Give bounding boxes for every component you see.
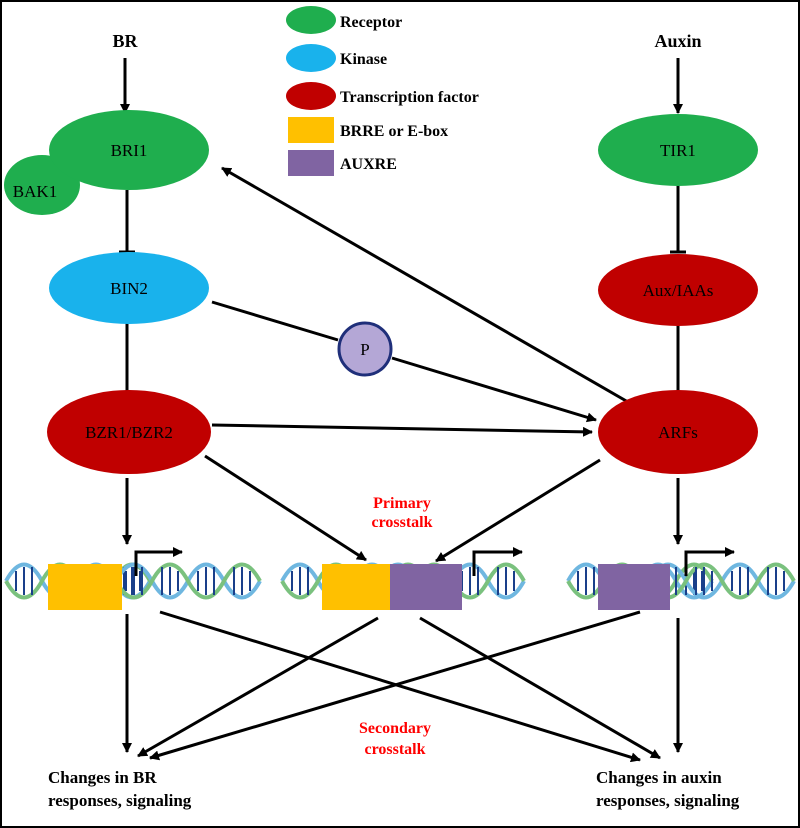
auxin-transcription-start-arrow (684, 547, 735, 576)
composite-brre-box (322, 564, 390, 610)
composite-to-br-output-arrow (137, 616, 379, 758)
bri1-label: BRI1 (111, 141, 148, 160)
bzr-node (47, 390, 211, 474)
legend-auxre-swatch (288, 150, 334, 176)
secondary-crosstalk-label-2: crosstalk (364, 741, 425, 758)
brre-to-auxin-output-arrow (159, 610, 641, 763)
auxre-to-br-output-arrow (149, 610, 641, 761)
auxin-auxre-box (598, 564, 670, 610)
br-promoter (4, 547, 262, 610)
secondary-crosstalk-label-1: Secondary (359, 720, 431, 737)
bzr-to-arfs-arrow (211, 423, 593, 437)
input-auxin-label: Auxin (654, 31, 701, 51)
br-transcription-start-arrow (134, 547, 183, 576)
arfs-to-bri1-arrow (221, 166, 629, 404)
br-pathway-connectors (119, 58, 135, 753)
legend-receptor-swatch (286, 6, 336, 34)
primary-crosstalk-label-1: Primary (373, 495, 431, 512)
auxin-output-line-1: Changes in auxin (596, 768, 722, 787)
br-output-line-1: Changes in BR (48, 768, 157, 787)
legend-tf-label: Transcription factor (340, 89, 479, 106)
composite-auxre-box (390, 564, 462, 610)
secondary-crosstalk-connectors (137, 610, 661, 763)
auxiaa-node (598, 254, 758, 326)
phospho-to-arfs-arrow (391, 356, 597, 423)
legend-auxre-label: AUXRE (340, 156, 397, 173)
bin2-node (49, 252, 209, 324)
auxin-dna-helix-2 (648, 562, 796, 600)
legend-kinase-swatch (286, 44, 336, 72)
phospho-node (337, 321, 393, 377)
bri1-node (49, 110, 209, 190)
composite-transcription-start-arrow (472, 547, 523, 576)
bzr-label: BZR1/BZR2 (85, 423, 173, 442)
br-brre-box (48, 564, 122, 610)
composite-to-auxin-output-arrow (419, 616, 661, 760)
legend-receptor-label: Receptor (340, 14, 402, 31)
bzr-to-composite-arrow (204, 454, 367, 562)
br-output-line-2: responses, signaling (48, 791, 192, 810)
auxin-output-line-2: responses, signaling (596, 791, 740, 810)
primary-crosstalk-connectors (204, 166, 629, 563)
tir1-label: TIR1 (660, 141, 696, 160)
auxiaa-label: Aux/IAAs (643, 281, 714, 300)
tir1-node (598, 114, 758, 186)
phospho-label: P (360, 340, 369, 359)
legend-brre-label: BRRE or E-box (340, 123, 448, 140)
legend-kinase-label: Kinase (340, 51, 387, 68)
arfs-label: ARFs (658, 423, 698, 442)
bak1-label: BAK1 (13, 182, 57, 201)
bin2-to-phospho-line (211, 300, 339, 342)
auxin-promoter (566, 547, 796, 610)
bin2-label: BIN2 (110, 279, 148, 298)
legend-brre-swatch (288, 117, 334, 143)
primary-crosstalk-label-2: crosstalk (371, 514, 432, 531)
arfs-node (598, 390, 758, 474)
legend-tf-swatch (286, 82, 336, 110)
input-br-label: BR (112, 31, 138, 51)
legend: Receptor Kinase Transcription factor BRR… (286, 6, 479, 176)
arfs-to-composite-arrow (435, 458, 601, 563)
composite-promoter (280, 547, 526, 610)
br-dna-helix-2 (114, 562, 262, 600)
